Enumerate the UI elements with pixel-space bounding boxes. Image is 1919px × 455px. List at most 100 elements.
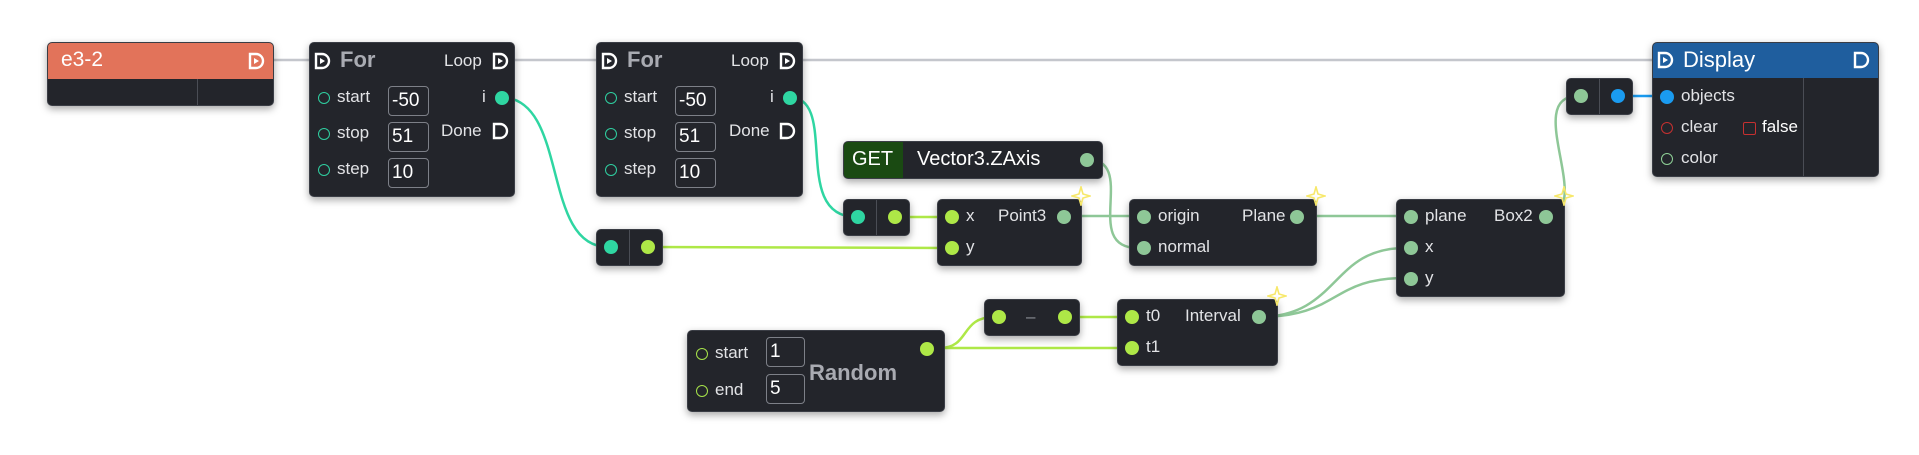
y-label: y — [1425, 268, 1434, 287]
e3-2-header — [48, 43, 273, 79]
x-input-port[interactable] — [945, 210, 959, 224]
point-output-port[interactable] — [1057, 210, 1071, 224]
color-input-port[interactable] — [1661, 153, 1673, 165]
d-flow-icon[interactable] — [314, 52, 332, 70]
relay-output-port[interactable] — [641, 240, 655, 254]
relay-node-display[interactable] — [1566, 78, 1633, 115]
negate-input-port[interactable] — [992, 310, 1006, 324]
start-port[interactable] — [696, 348, 708, 360]
normal-input-port[interactable] — [1137, 241, 1151, 255]
node-title: For — [340, 47, 376, 72]
node-title: Box2 — [1494, 206, 1533, 225]
relay-divider — [1599, 79, 1600, 114]
clear-input-port[interactable] — [1661, 122, 1673, 134]
i-output-port[interactable] — [783, 91, 797, 105]
relay-input-port[interactable] — [851, 210, 865, 224]
start-label: start — [715, 343, 749, 362]
point3-node[interactable]: x Point3 y — [937, 199, 1082, 266]
loop-flow-icon[interactable] — [492, 52, 510, 70]
i-label: i — [482, 87, 486, 106]
start-input[interactable]: 1 — [766, 337, 805, 367]
relay-input-port[interactable] — [1574, 89, 1588, 103]
negate-symbol: – — [1026, 307, 1036, 326]
relay-node-for1[interactable] — [596, 229, 663, 266]
plane-input-port[interactable] — [1404, 210, 1418, 224]
t0-input-port[interactable] — [1125, 310, 1139, 324]
step-input[interactable]: 10 — [675, 158, 716, 188]
negate-node[interactable]: – — [984, 299, 1080, 336]
start-input[interactable]: -50 — [388, 86, 429, 116]
random-node[interactable]: start 1 end 5 Random — [687, 330, 945, 412]
d-flow-icon[interactable] — [601, 52, 619, 70]
t1-input-port[interactable] — [1125, 341, 1139, 355]
node-title: Plane — [1242, 206, 1286, 225]
relay-node-for2[interactable] — [843, 199, 910, 236]
e3-2-node[interactable]: e3-2 — [47, 42, 274, 106]
relay-divider — [629, 230, 630, 265]
relay-input-port[interactable] — [604, 240, 618, 254]
objects-input-port[interactable] — [1660, 90, 1674, 104]
plane-node[interactable]: origin Plane normal — [1129, 199, 1317, 266]
color-label: color — [1681, 148, 1718, 167]
start-label: start — [624, 87, 658, 106]
sparkle-icon — [1267, 286, 1287, 306]
interval-output-port[interactable] — [1252, 310, 1266, 324]
get-variable-name: Vector3.ZAxis — [917, 148, 1041, 170]
random-output-port[interactable] — [920, 342, 934, 356]
relay-output-port[interactable] — [1611, 89, 1625, 103]
value-output-port[interactable] — [1080, 153, 1094, 167]
node-title: Interval — [1185, 306, 1241, 325]
stop-input[interactable]: 51 — [388, 122, 429, 152]
display-node[interactable]: Display objects clear false color — [1652, 42, 1879, 177]
t0-label: t0 — [1146, 306, 1161, 325]
for-node-1[interactable]: For Loop start -50 i stop 51 Done step 1… — [309, 42, 515, 197]
stop-input[interactable]: 51 — [675, 122, 716, 152]
e3-2-divider — [197, 79, 198, 105]
i-output-port[interactable] — [495, 91, 509, 105]
display-header — [1653, 43, 1878, 78]
objects-label: objects — [1681, 86, 1735, 105]
y-label: y — [966, 237, 975, 256]
get-keyword: GET — [852, 148, 894, 170]
d-flow-outline-icon[interactable] — [779, 122, 797, 140]
box-output-port[interactable] — [1539, 210, 1553, 224]
d-flow-outline-icon[interactable] — [1853, 51, 1871, 69]
get-vector3-zaxis-node[interactable]: GET Vector3.ZAxis — [843, 141, 1103, 179]
wire-relay-to-point3-y — [647, 245, 947, 250]
x-input-port[interactable] — [1404, 241, 1418, 255]
step-input[interactable]: 10 — [388, 158, 429, 188]
start-port[interactable] — [318, 92, 330, 104]
step-port[interactable] — [605, 164, 617, 176]
y-input-port[interactable] — [945, 241, 959, 255]
clear-value: false — [1762, 117, 1798, 136]
loop-flow-icon[interactable] — [779, 52, 797, 70]
start-input[interactable]: -50 — [675, 86, 716, 116]
node-title: For — [627, 47, 663, 72]
stop-label: stop — [624, 123, 657, 142]
end-port[interactable] — [696, 385, 708, 397]
step-label: step — [624, 159, 657, 178]
negate-output-port[interactable] — [1058, 310, 1072, 324]
d-flow-outline-icon[interactable] — [492, 122, 510, 140]
d-flow-icon[interactable] — [1657, 51, 1675, 69]
node-title: Point3 — [998, 206, 1047, 225]
for-node-2[interactable]: For Loop start -50 i stop 51 Done step 1… — [596, 42, 803, 197]
clear-checkbox[interactable] — [1743, 122, 1756, 135]
sparkle-icon — [1306, 186, 1326, 206]
wire-for1-i-to-relay — [499, 95, 609, 249]
box2-node[interactable]: plane Box2 x y — [1396, 199, 1565, 297]
d-flow-icon[interactable] — [248, 52, 266, 70]
relay-output-port[interactable] — [888, 210, 902, 224]
step-port[interactable] — [318, 164, 330, 176]
display-divider — [1803, 78, 1804, 176]
plane-output-port[interactable] — [1290, 210, 1304, 224]
get-keyword-box — [844, 142, 903, 178]
stop-port[interactable] — [605, 128, 617, 140]
origin-input-port[interactable] — [1137, 210, 1151, 224]
interval-node[interactable]: t0 Interval t1 — [1117, 299, 1278, 366]
y-input-port[interactable] — [1404, 272, 1418, 286]
i-label: i — [770, 87, 774, 106]
end-input[interactable]: 5 — [766, 374, 805, 404]
stop-port[interactable] — [318, 128, 330, 140]
start-port[interactable] — [605, 92, 617, 104]
